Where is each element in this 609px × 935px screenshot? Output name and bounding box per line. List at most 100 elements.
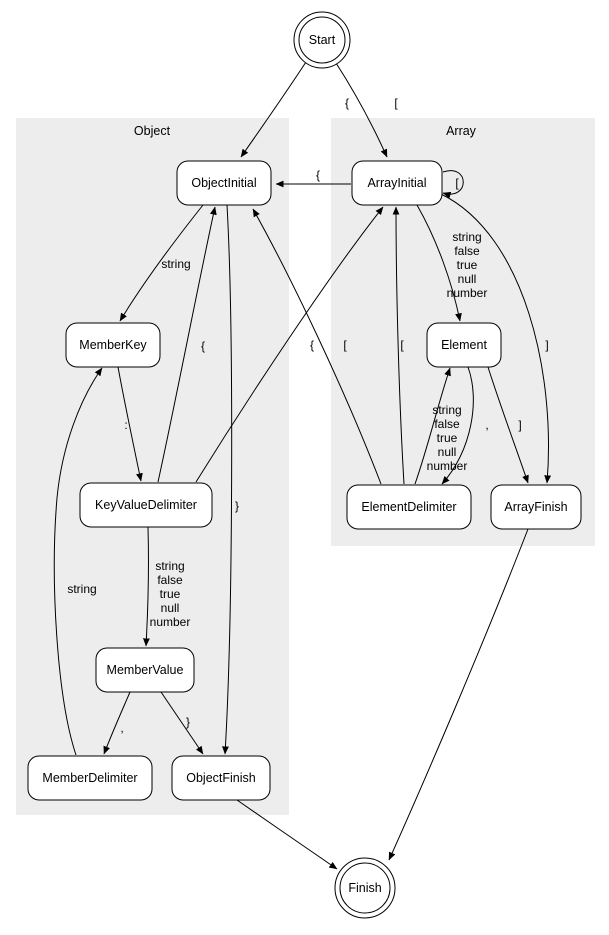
edge-label-line: number [427, 459, 468, 473]
node-element: Element [426, 322, 502, 368]
edge-label-open-brace-kvd: { [201, 339, 205, 353]
edge-label-close-brace-membervalue: } [186, 715, 190, 729]
edge-label-line: true [457, 258, 478, 272]
edge-label-values-kvd-to-membervalue: string false true null number [150, 559, 191, 629]
edge-label-line: true [160, 587, 181, 601]
node-elementdelimiter-label: ElementDelimiter [361, 500, 456, 514]
node-arrayfinish-shape [490, 484, 582, 530]
nodes: Start ObjectInitial ArrayInitial MemberK… [27, 11, 582, 919]
edge-membervalue-to-objectfinish [160, 691, 204, 755]
node-arrayinitial-label: ArrayInitial [367, 176, 426, 190]
edge-objectfinish-to-finish [236, 799, 338, 870]
node-keyvaluedelimiter: KeyValueDelimiter [79, 482, 213, 528]
node-memberkey-label: MemberKey [79, 338, 147, 352]
edge-label-line: string [452, 230, 481, 244]
node-finish: Finish [334, 857, 396, 919]
start-inner-circle [298, 16, 346, 64]
edge-memberkey-to-keyvaluedelimiter [117, 366, 143, 482]
edge-label-line: string [155, 559, 184, 573]
node-arrayinitial-shape [351, 160, 443, 206]
node-keyvaluedelimiter-label: KeyValueDelimiter [95, 498, 197, 512]
node-membervalue-shape [95, 647, 195, 693]
edge-label-line: number [150, 615, 191, 629]
edge-label-line: null [161, 601, 180, 615]
edge-label-open-brace-elementdelimiter: { [310, 338, 314, 352]
node-arrayfinish: ArrayFinish [490, 484, 582, 530]
edge-label-comma-membervalue: , [120, 721, 123, 735]
node-objectfinish: ObjectFinish [171, 755, 271, 801]
edge-keyvaluedelimiter-to-arrayinitial [195, 206, 384, 483]
node-membervalue-label: MemberValue [107, 663, 184, 677]
edge-element-to-arrayfinish [487, 366, 529, 484]
node-memberdelimiter: MemberDelimiter [27, 755, 153, 801]
edge-label-comma-element: , [485, 418, 488, 432]
edge-label-values-arrayinitial-to-element: string false true null number [447, 230, 488, 300]
edge-label-line: true [437, 431, 458, 445]
node-membervalue: MemberValue [95, 647, 195, 693]
cluster-object: Object [16, 118, 289, 815]
node-objectinitial: ObjectInitial [176, 160, 272, 206]
edge-start-to-arrayinitial [335, 62, 388, 158]
edge-label-open-bracket-self: [ [455, 176, 459, 190]
edge-arrayinitial-self-loop [442, 170, 464, 199]
node-elementdelimiter-shape [346, 484, 472, 530]
node-memberkey: MemberKey [65, 322, 161, 368]
node-objectinitial-shape [176, 160, 272, 206]
edge-arrayfinish-to-finish [388, 528, 529, 861]
edge-label-values-elementdelimiter-to-element: string false true null number [427, 403, 468, 473]
node-finish-label: Finish [348, 881, 381, 895]
node-objectfinish-label: ObjectFinish [186, 771, 256, 785]
edge-memberdelimiter-to-memberkey [53, 367, 103, 756]
node-objectfinish-shape [171, 755, 271, 801]
edge-label-close-brace-objectinitial: } [235, 499, 239, 513]
node-memberdelimiter-shape [27, 755, 153, 801]
edge-objectinitial-to-memberkey [119, 204, 204, 322]
edge-elementdelimiter-to-element [414, 367, 451, 485]
edge-keyvaluedelimiter-to-membervalue [143, 526, 150, 647]
edge-label-line: null [438, 445, 457, 459]
edge-label-string-objectinitial: string [161, 257, 190, 271]
edge-start-to-objectinitial [240, 61, 307, 158]
edge-label-open-bracket-kvd: [ [343, 338, 347, 352]
cluster-object-bg [16, 118, 289, 815]
node-arrayfinish-label: ArrayFinish [504, 500, 567, 514]
cluster-object-label: Object [134, 124, 171, 138]
edge-label-string-memberdelimiter: string [67, 582, 96, 596]
node-objectinitial-label: ObjectInitial [191, 176, 256, 190]
edge-keyvaluedelimiter-to-objectinitial [157, 206, 217, 483]
node-start: Start [293, 11, 351, 69]
edge-label-line: null [458, 272, 477, 286]
edge-labels: { [ { [ string : { [ string false true n… [67, 96, 548, 735]
edge-label-line: false [454, 244, 480, 258]
edge-label-open-brace-start: { [345, 96, 349, 110]
edge-label-open-bracket-elementdelimiter: [ [400, 338, 404, 352]
edge-label-line: false [434, 417, 460, 431]
finish-inner-circle [339, 862, 391, 914]
edge-label-colon: : [124, 418, 127, 432]
edge-label-line: string [432, 403, 461, 417]
edge-elementdelimiter-to-arrayinitial [392, 206, 405, 485]
node-element-shape [426, 322, 502, 368]
edge-objectinitial-to-objectfinish [222, 204, 233, 755]
node-element-label: Element [441, 338, 487, 352]
node-keyvaluedelimiter-shape [79, 482, 213, 528]
node-memberkey-shape [65, 322, 161, 368]
edge-arrayinitial-to-arrayfinish [440, 193, 552, 484]
edge-label-close-bracket-arrayinitial: ] [545, 338, 548, 352]
edges [53, 61, 552, 870]
edge-arrayinitial-to-element [416, 204, 462, 322]
edge-label-line: false [157, 573, 183, 587]
node-start-label: Start [309, 33, 336, 47]
edge-element-to-elementdelimiter [441, 366, 474, 485]
cluster-array-label: Array [446, 124, 477, 138]
edge-elementdelimiter-to-objectinitial [252, 208, 382, 485]
node-elementdelimiter: ElementDelimiter [346, 484, 472, 530]
edge-membervalue-to-memberdelimiter [103, 691, 131, 755]
node-arrayinitial: ArrayInitial [351, 160, 443, 206]
edge-label-line: number [447, 286, 488, 300]
edge-label-open-bracket-start: [ [394, 96, 398, 110]
edge-label-close-bracket-element: ] [518, 418, 521, 432]
node-memberdelimiter-label: MemberDelimiter [42, 771, 137, 785]
